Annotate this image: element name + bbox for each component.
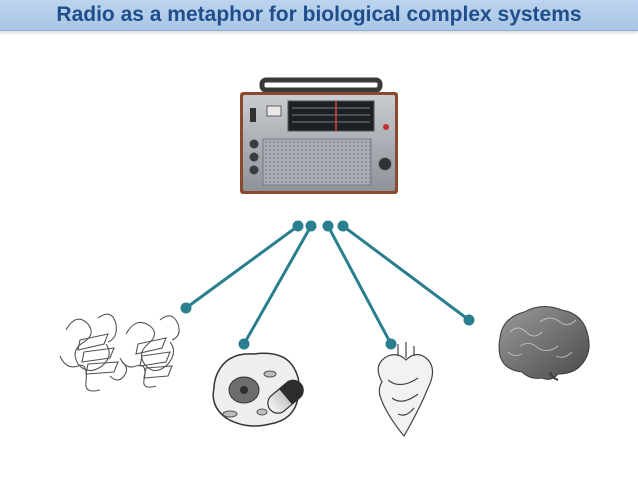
- brain-icon: [498, 306, 590, 381]
- title-bar: Radio as a metaphor for biological compl…: [0, 0, 638, 31]
- slide-title: Radio as a metaphor for biological compl…: [56, 3, 582, 26]
- connector-heart: [326, 225, 393, 345]
- cell-and-pill-icon: [212, 352, 304, 427]
- heart-icon: [377, 342, 434, 438]
- connector-cell: [242, 225, 313, 345]
- protein-structure-icon: [59, 313, 180, 392]
- radio-icon: [240, 77, 398, 194]
- connector-lines: [180, 220, 475, 350]
- connector-brain: [342, 224, 470, 322]
- connector-protein: [185, 224, 299, 310]
